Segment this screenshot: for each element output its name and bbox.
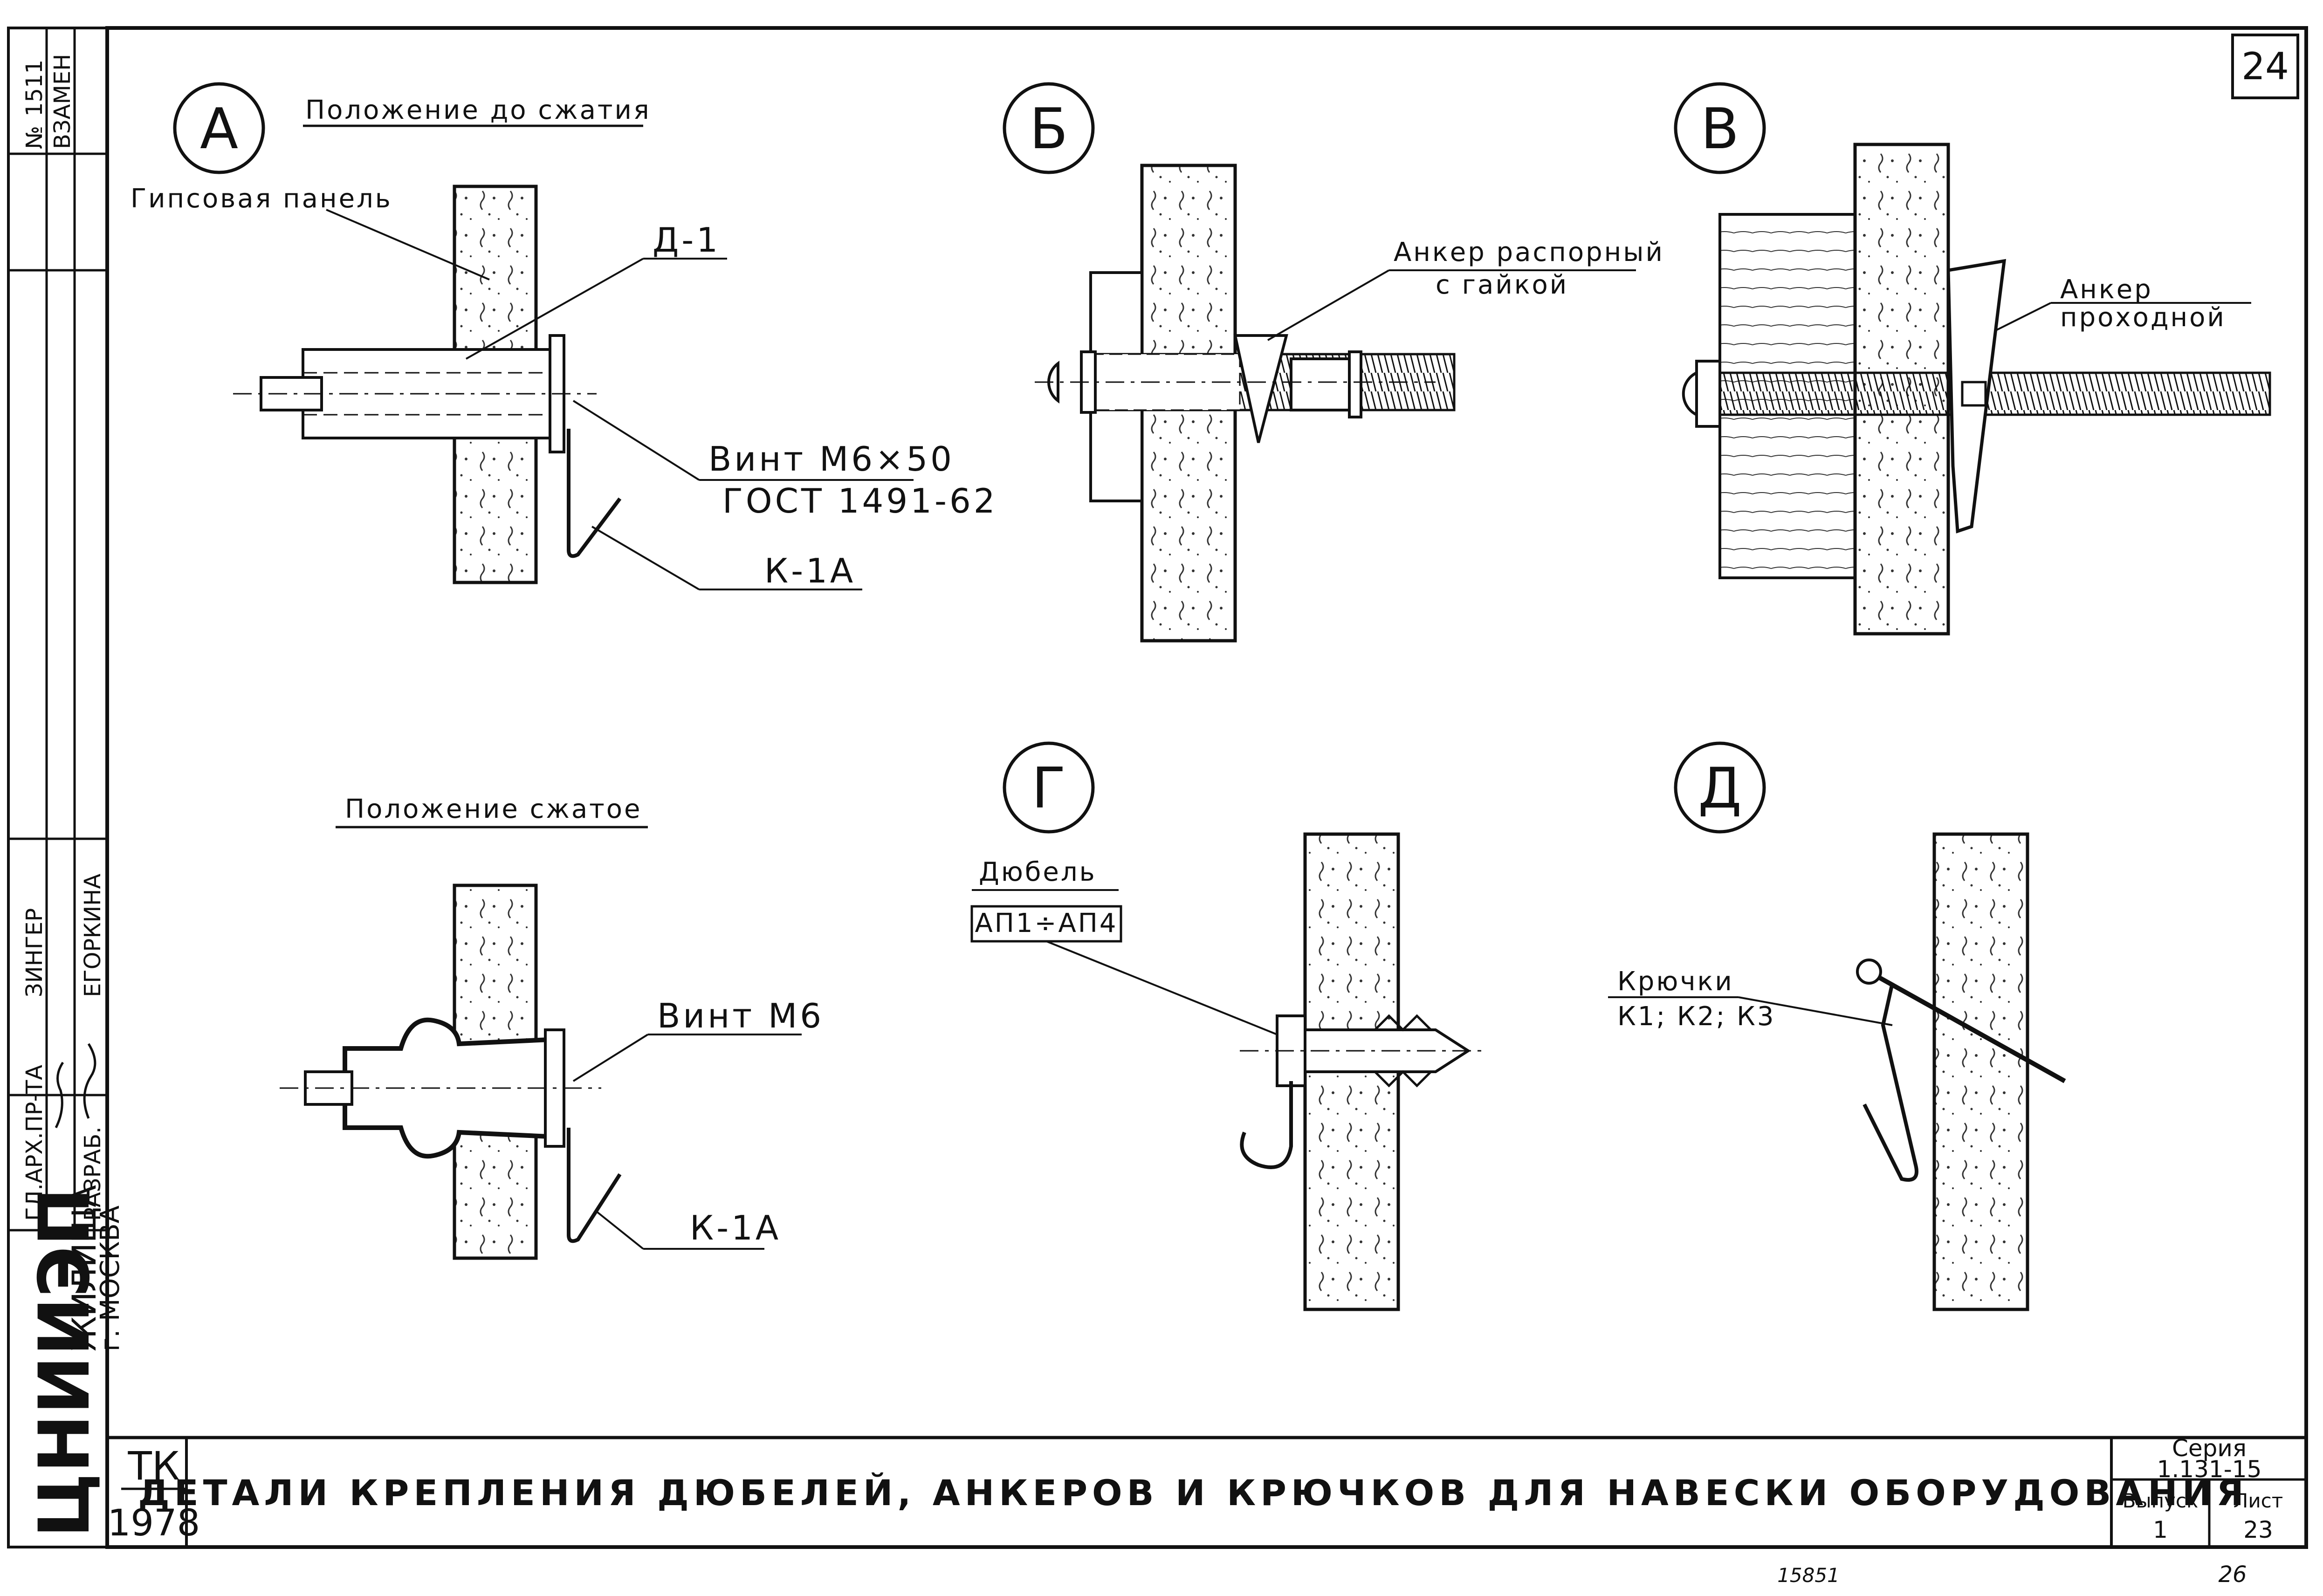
drawing-frame: [105, 26, 2308, 1549]
label-screw-m6x50: Винт М6×50: [708, 439, 955, 479]
detail-a-letter: А: [200, 97, 238, 162]
label-anchor-through-1: Анкер: [2060, 274, 2153, 305]
sheet-value: 23: [2243, 1516, 2273, 1543]
detail-d-letter: Д: [1698, 756, 1742, 821]
issue-label: Выпуск: [2123, 1489, 2199, 1512]
archive-number: 1511: [21, 60, 48, 116]
series-value: 1.131-15: [2157, 1456, 2262, 1483]
label-hooks: Крючки: [1617, 966, 1734, 997]
archive-number-label: №: [21, 126, 48, 149]
detail-a-heading-after: Положение сжатое: [345, 794, 642, 824]
label-hook-k1a: К-1А: [764, 551, 856, 590]
label-anchor-through-2: проходной: [2060, 302, 2226, 333]
label-dowel-g: Дюбель: [979, 857, 1097, 887]
detail-b-letter: Б: [1030, 97, 1068, 162]
detail-a-heading-before: Положение до сжатия: [305, 95, 651, 125]
label-hook-k1a-2: К-1А: [690, 1208, 781, 1247]
detail-d: Д Крючки К1; К2; К3: [1608, 741, 2066, 1311]
title-block: ТК 1978 ДЕТАЛИ КРЕПЛЕНИЯ ДЮБЕЛЕЙ, АНКЕРО…: [107, 1435, 2306, 1547]
org-logo: ЦНИИЭП ЖИЛИЩА г. МОСКВА: [24, 1185, 125, 1538]
detail-a-after: Положение сжатое Винт М6 К-1А: [280, 794, 824, 1260]
label-gost: ГОСТ 1491-62: [722, 481, 998, 521]
page-footer-number: 26: [2218, 1562, 2247, 1588]
drawing-title: ДЕТАЛИ КРЕПЛЕНИЯ ДЮБЕЛЕЙ, АНКЕРОВ И КРЮЧ…: [138, 1472, 2248, 1514]
org-logo-mark: ЦНИИЭП: [24, 1188, 105, 1538]
org-name: ЖИЛИЩА: [65, 1185, 103, 1351]
stamp-role-2: РАЗРАБ.: [80, 1126, 106, 1221]
label-gypsum-panel: Гипсовая панель: [131, 184, 392, 214]
sheet-label: Лист: [2234, 1489, 2283, 1512]
detail-b: Б Анкер распорный с гайкой: [1003, 82, 1664, 643]
sheet-number: 24: [2241, 45, 2289, 88]
stamp-name-2: ЕГОРКИНА: [80, 874, 106, 997]
detail-g-letter: Г: [1031, 756, 1065, 821]
sheet-number-box: 24: [2231, 34, 2299, 99]
org-city: г. МОСКВА: [95, 1206, 125, 1351]
gypsum-panel-d: [1932, 832, 2029, 1311]
stamp-role-1: ГЛ.АРХ.ПР-ТА: [21, 1065, 48, 1221]
tk-label: ТК: [128, 1443, 180, 1489]
label-anchor-spread-2: с гайкой: [1436, 270, 1568, 300]
issue-value: 1: [2153, 1516, 2168, 1543]
label-anchor-spread-1: Анкер распорный: [1394, 237, 1664, 267]
stamp-name-1: ЗИНГЕР: [21, 908, 48, 997]
detail-a-before: А Положение до сжатия Гипсовая панель Д-…: [131, 82, 998, 590]
label-screw-m6: Винт М6: [657, 996, 824, 1035]
label-dowel-range: АП1÷АП4: [975, 908, 1118, 938]
detail-v-letter: В: [1701, 97, 1739, 162]
side-stamp: № 1511 ВЗАМЕН ГЛ.АРХ.ПР-ТА ЗИНГЕР РАЗРАБ…: [8, 28, 107, 1232]
detail-v: В Анкер проходной: [1674, 82, 2271, 636]
vzamen-label: ВЗАМЕН: [49, 54, 76, 149]
bottom-stamp-number: 15851: [1777, 1564, 1840, 1587]
detail-g: Г Дюбель АП1÷АП4: [970, 741, 1482, 1311]
label-dowel-d1: Д-1: [653, 220, 721, 260]
label-hook-types: К1; К2; К3: [1617, 1001, 1776, 1032]
series-label: Серия: [2172, 1435, 2247, 1462]
signature-mark: [55, 1043, 96, 1129]
year-label: 1978: [108, 1502, 200, 1544]
